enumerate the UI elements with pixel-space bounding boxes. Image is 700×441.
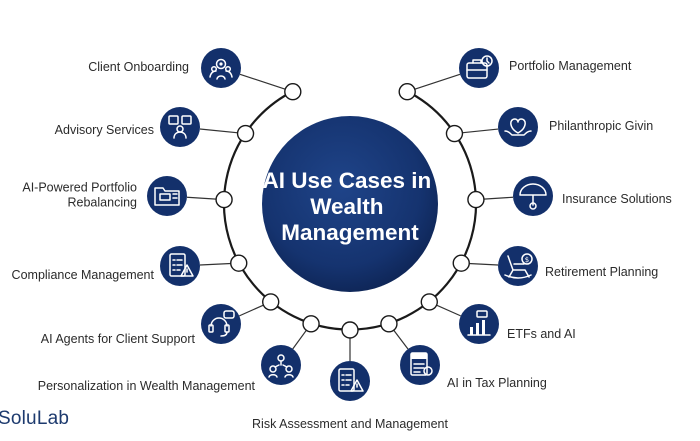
ring-node-dot — [452, 254, 470, 272]
hub-title-line-2: Wealth — [310, 194, 383, 219]
use-case-label: ETFs and AI — [507, 327, 576, 341]
icon-circle — [160, 107, 200, 147]
tax-document-icon — [410, 352, 433, 376]
icon-circle — [498, 107, 538, 147]
icon-circle — [498, 246, 538, 286]
ring-node-dot — [420, 293, 438, 311]
use-case-label-line: Risk Assessment and Management — [252, 417, 448, 431]
ring-node-dot — [262, 293, 280, 311]
connector-line — [407, 73, 461, 93]
svg-text:$: $ — [525, 256, 529, 264]
use-case-label-line: AI Agents for Client Support — [41, 332, 196, 346]
use-case-label-line: Insurance Solutions — [562, 192, 672, 206]
use-case-label-line: AI-Powered Portfolio — [22, 181, 137, 195]
use-case-label: Client Onboarding — [88, 60, 189, 74]
use-case-label: Retirement Planning — [545, 265, 658, 279]
use-case-label: Compliance Management — [12, 268, 155, 282]
icon-circle — [201, 304, 241, 344]
use-case-node: Insurance Solutions — [467, 176, 672, 216]
growth-chart-icon — [467, 310, 491, 336]
rocking-chair-icon: $ — [504, 253, 533, 279]
use-case-node: ETFs and AI — [420, 293, 576, 344]
ring-node-dot — [302, 315, 320, 333]
portfolio-folder-icon — [154, 187, 180, 206]
use-case-label-line: Philanthropic Givin — [549, 119, 653, 133]
use-case-node: Compliance Management — [12, 246, 248, 286]
connector-line — [239, 73, 293, 93]
advisor-screen-icon — [168, 115, 192, 139]
icon-circle — [459, 48, 499, 88]
use-case-node: Philanthropic Givin — [445, 107, 653, 147]
team-gear-icon — [209, 58, 233, 80]
checklist-warning-icon — [169, 253, 194, 277]
use-case-label-line: ETFs and AI — [507, 327, 576, 341]
portfolio-briefcase-icon — [466, 55, 493, 79]
umbrella-coin-icon — [519, 183, 547, 210]
use-case-label: Portfolio Management — [509, 59, 632, 73]
ring-node-dot — [236, 124, 255, 143]
risk-checklist-icon — [338, 368, 364, 392]
ring-node-dot — [284, 83, 302, 101]
icon-circle — [160, 246, 200, 286]
solulab-logo-text: SoluLab — [0, 408, 70, 429]
use-case-label: AI Agents for Client Support — [41, 332, 196, 346]
hub-title-line-3: Management — [281, 220, 419, 245]
use-case-label: Philanthropic Givin — [549, 119, 653, 133]
ring-node-dot — [398, 83, 416, 101]
ring-node-dot — [445, 124, 464, 143]
use-case-label-line: Portfolio Management — [509, 59, 632, 73]
use-case-label: Insurance Solutions — [562, 192, 672, 206]
icon-circle — [330, 361, 370, 401]
ring-node-dot — [230, 254, 248, 272]
ring-node-dot — [380, 315, 398, 333]
use-case-label-line: Personalization in Wealth Management — [38, 379, 256, 393]
hub-title: AI Use Cases in Wealth Management — [262, 168, 437, 245]
ring-node-dot — [341, 321, 359, 339]
use-case-label-line: Advisory Services — [55, 123, 154, 137]
use-case-label: Risk Assessment and Management — [252, 417, 448, 431]
use-case-node: $ Retirement Planning — [452, 246, 658, 286]
use-case-node: Personalization in Wealth Management — [38, 315, 320, 393]
hub-title-line-1: AI Use Cases in — [262, 168, 431, 193]
use-case-node: AI in Tax Planning — [380, 315, 547, 390]
ring-node-dot — [467, 190, 485, 209]
use-case-node: Risk Assessment and Management — [252, 321, 448, 431]
icon-circle — [147, 176, 187, 216]
center-hub — [262, 116, 438, 292]
use-case-node: Client Onboarding — [88, 48, 302, 101]
use-case-label: AI in Tax Planning — [447, 376, 547, 390]
use-case-label-line: AI in Tax Planning — [447, 376, 547, 390]
heart-hands-icon — [504, 118, 532, 136]
use-case-node: Portfolio Management — [398, 48, 632, 101]
use-case-label: Personalization in Wealth Management — [38, 379, 256, 393]
use-case-node: Advisory Services — [55, 107, 255, 147]
network-users-icon — [268, 354, 294, 378]
ring-node-dot — [215, 190, 233, 209]
headset-chat-icon — [208, 310, 235, 337]
use-case-label-line: Client Onboarding — [88, 60, 189, 74]
icon-circle — [400, 345, 440, 385]
use-case-label: Advisory Services — [55, 123, 154, 137]
use-case-label-line: Compliance Management — [12, 268, 155, 282]
use-case-node: AI Agents for Client Support — [41, 293, 280, 346]
use-case-label-line: Rebalancing — [68, 196, 138, 210]
use-case-label-line: Retirement Planning — [545, 265, 658, 279]
